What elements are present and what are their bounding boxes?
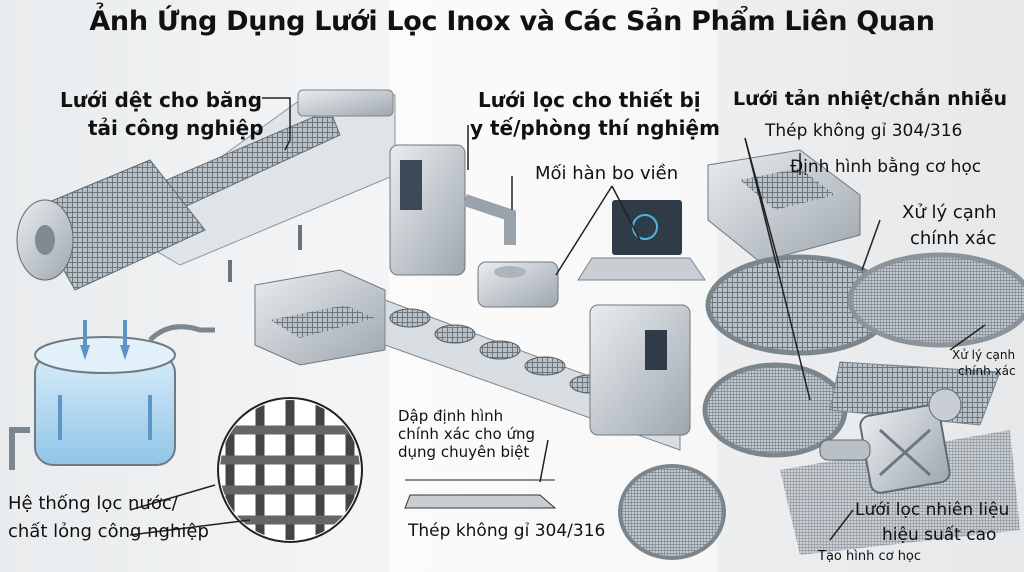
round-filter-disc: [618, 464, 726, 560]
conveyor-heading-line1: Lưới dệt cho băng: [60, 88, 263, 112]
medical-heading-line1: Lưới lọc cho thiết bị: [478, 88, 701, 112]
stamping-label-line2: chính xác cho ứng: [398, 425, 536, 443]
water-system-label-line1: Hệ thống lọc nước/: [8, 493, 178, 514]
fuel-filter-label-line1: Lưới lọc nhiên liệu: [855, 500, 1010, 520]
leader-lines: [129, 97, 986, 541]
stamping-conveyor: [384, 299, 691, 451]
laptop: [577, 200, 706, 281]
edge-label-line1: Xử lý cạnh: [902, 202, 997, 223]
water-tank: [9, 320, 215, 470]
mechanical-form-label: Tạo hình cơ học: [818, 549, 922, 564]
edge-label-line2: chính xác: [910, 228, 997, 249]
mesh-roll: [16, 159, 206, 291]
page-title: Ảnh Ứng Dụng Lưới Lọc Inox và Các Sản Ph…: [89, 6, 935, 37]
heatsink-box: [707, 149, 861, 263]
water-system-label-line2: chất lỏng công nghiệp: [8, 521, 209, 542]
cross-section-diagram: [404, 479, 557, 509]
stamping-label-line1: Dập định hình: [398, 407, 504, 425]
weld-label: Mối hàn bo viền: [535, 163, 679, 184]
edge-small-label-line1: Xử lý cạnh: [952, 348, 1016, 362]
lab-machine: [389, 144, 559, 308]
stamping-label-line3: dụng chuyên biệt: [398, 443, 530, 461]
fuel-filter-part: [780, 388, 1020, 555]
filter-hood: [254, 269, 386, 366]
edge-small-label-line2: chính xác: [958, 364, 1016, 378]
medical-steel-label: Thép không gỉ 304/316: [408, 521, 606, 541]
woven-mesh-closeup: [217, 397, 363, 543]
filter-discs: [702, 252, 1024, 458]
heatsink-heading: Lưới tản nhiệt/chắn nhiễu: [733, 88, 1008, 110]
mechanical-shape-label: Định hình bằng cơ học: [790, 157, 982, 177]
medical-heading-line2: y tế/phòng thí nghiệm: [470, 116, 720, 140]
conveyor-heading-line2: tải công nghiệp: [88, 116, 264, 140]
fuel-filter-label-line2: hiệu suất cao: [882, 525, 997, 545]
heatsink-steel-label: Thép không gỉ 304/316: [765, 121, 963, 141]
